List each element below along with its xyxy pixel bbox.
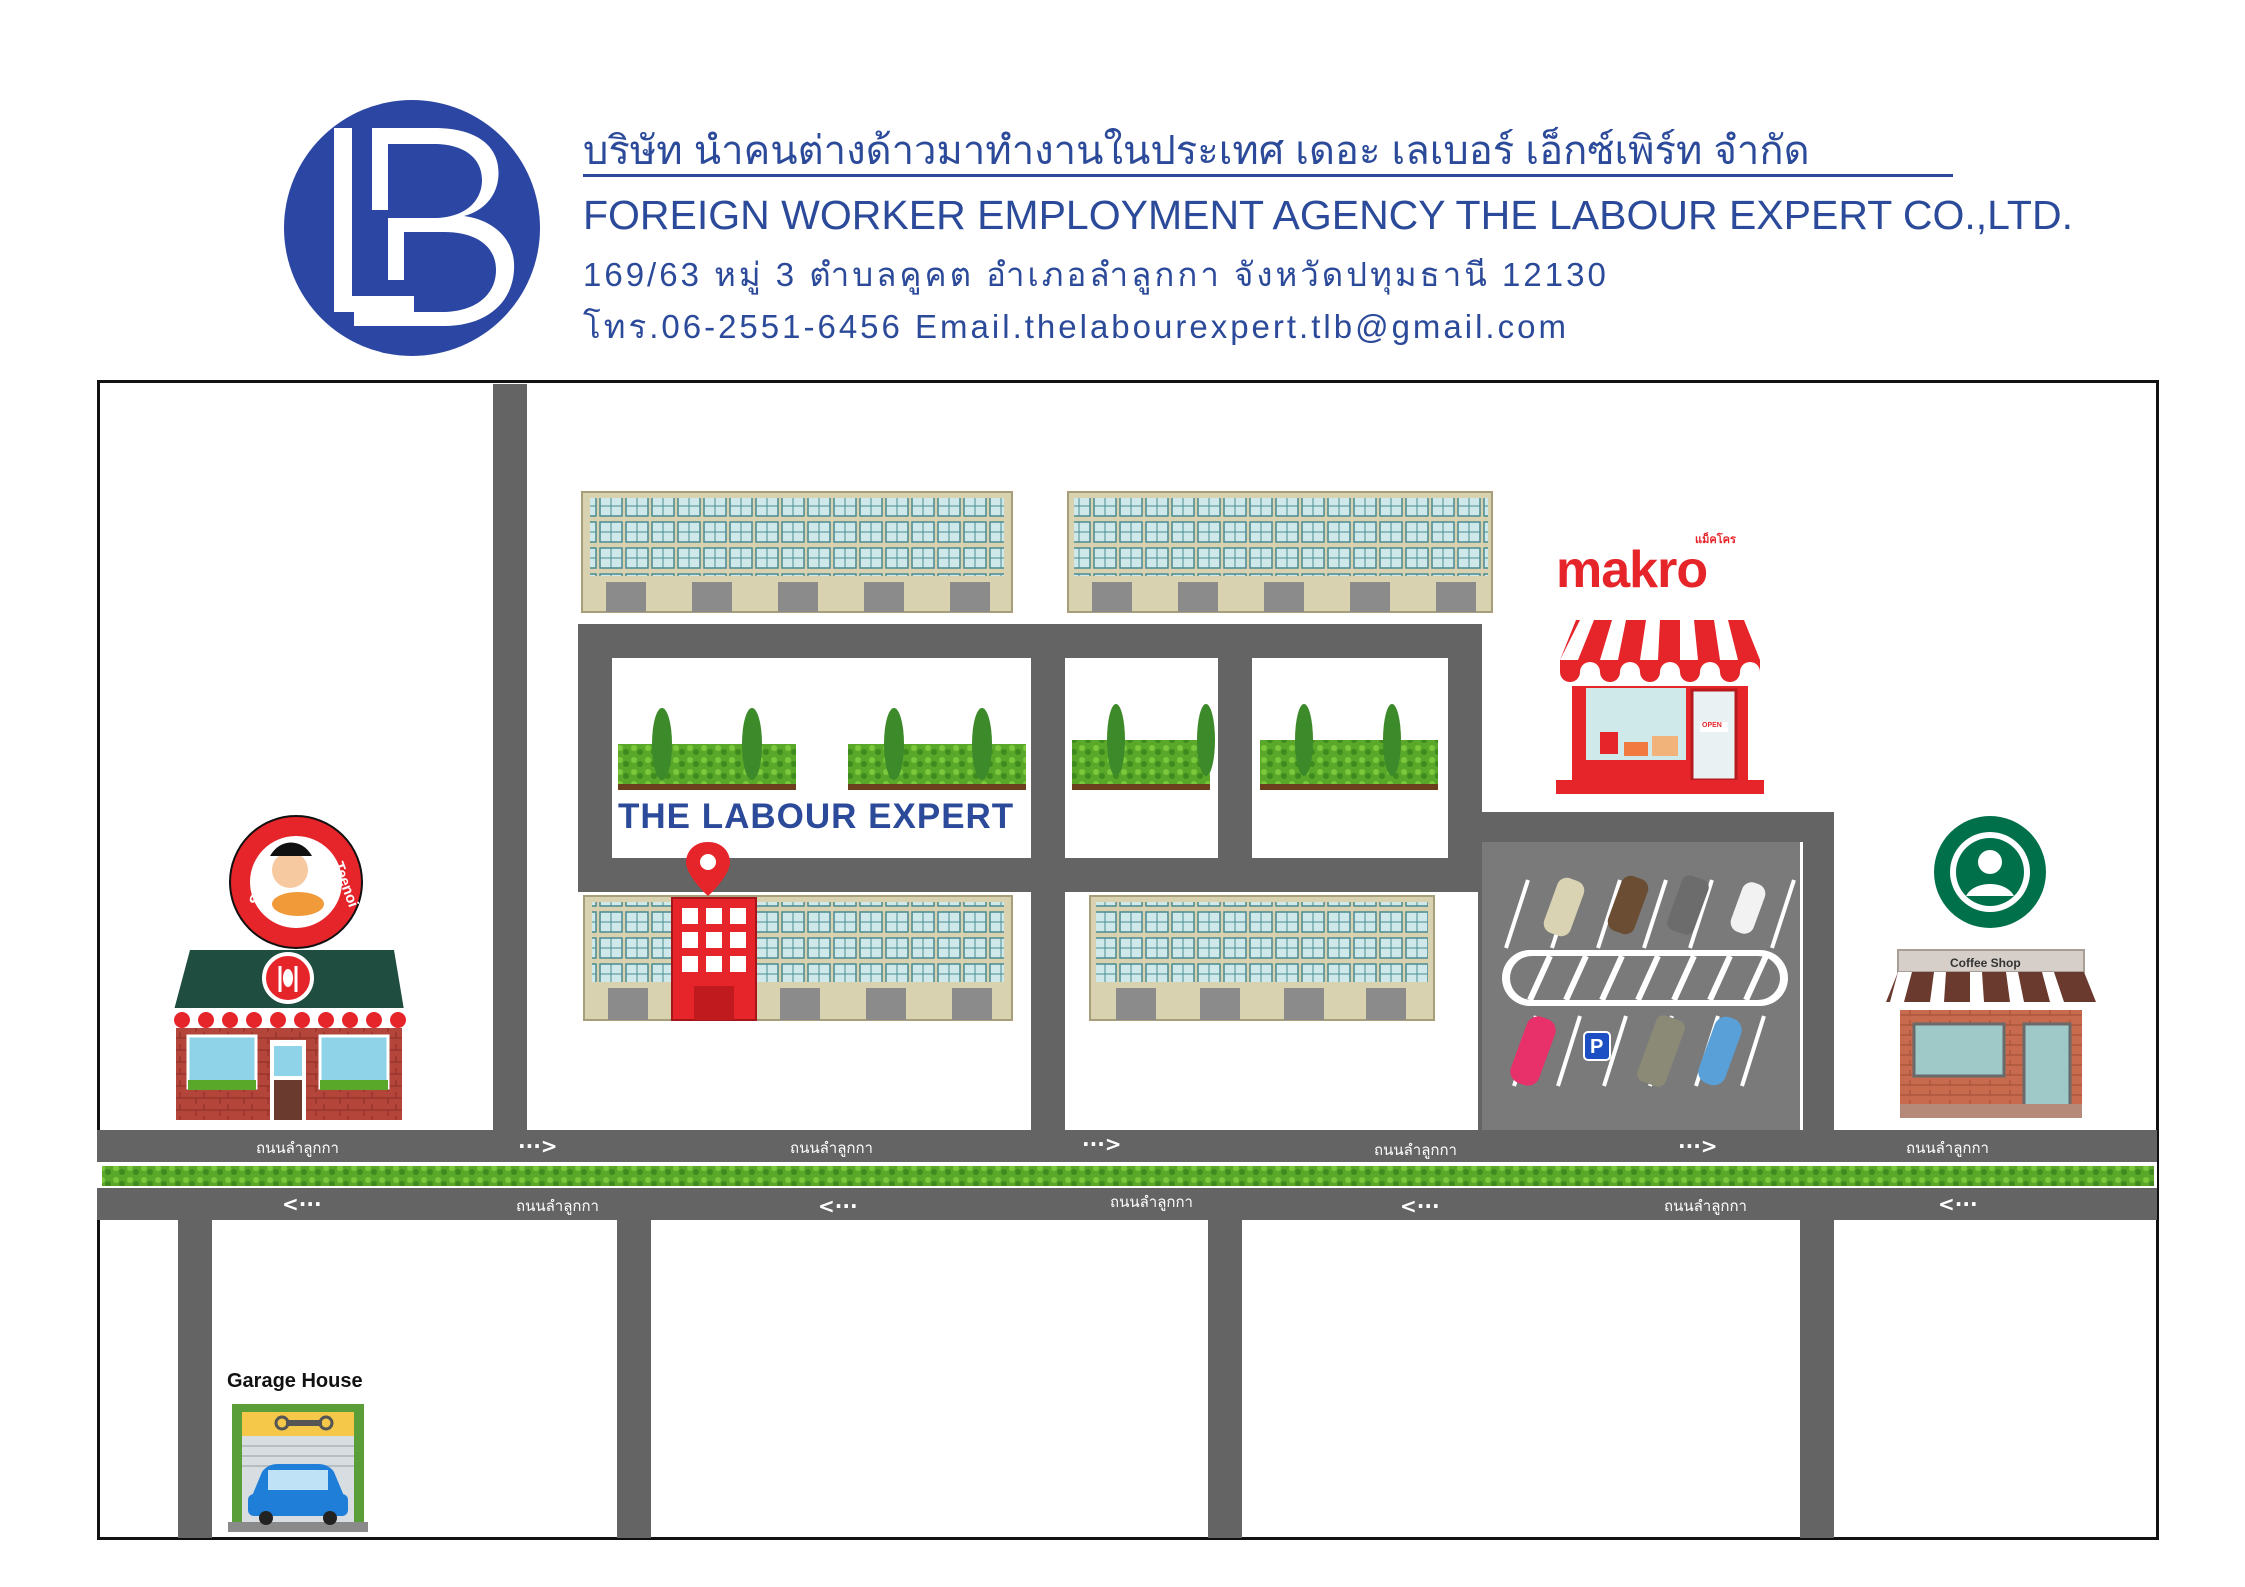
road-label-upper-3: ถนนลำลูกกา bbox=[1374, 1141, 1457, 1159]
location-pin-icon bbox=[686, 842, 730, 896]
apartment-building-top-right bbox=[1067, 491, 1493, 613]
parked-car-5 bbox=[1510, 1016, 1556, 1086]
makro-logo: makro bbox=[1556, 541, 1708, 599]
parked-car-1 bbox=[1543, 877, 1585, 937]
road-label-lower-1: ถนนลำลูกกา bbox=[516, 1197, 599, 1215]
parked-car-6 bbox=[1637, 1015, 1685, 1087]
apartment-building-mid-left bbox=[583, 895, 1013, 1021]
header-divider bbox=[583, 174, 1953, 177]
arrow-left-icon: <··· bbox=[818, 1194, 858, 1218]
makro-thai-label: แม็คโคร bbox=[1695, 534, 1736, 546]
road-vertical-west bbox=[493, 384, 527, 1136]
parked-car-3 bbox=[1667, 875, 1709, 935]
company-name-thai: บริษัท นำคนต่างด้าวมาทำงานในประเทศ เดอะ … bbox=[583, 129, 1810, 173]
company-address: 169/63 หมู่ 3 ตำบลคูคต อำเภอลำลูกกา จังห… bbox=[583, 256, 1609, 293]
road-parking-right bbox=[1803, 812, 1834, 1136]
company-logo bbox=[284, 100, 540, 356]
makro-store bbox=[1556, 620, 1764, 794]
starbucks-logo-icon bbox=[1934, 816, 2046, 928]
road-block-right bbox=[1448, 624, 1482, 892]
hedge-tree-1 bbox=[618, 708, 796, 790]
arrow-left-icon: <··· bbox=[1938, 1192, 1978, 1216]
apartment-building-top-left bbox=[581, 491, 1013, 613]
coffee-shop bbox=[1886, 949, 2096, 1118]
parked-car-4 bbox=[1730, 882, 1766, 934]
road-label-lower-3: ถนนลำลูกกา bbox=[1664, 1197, 1747, 1215]
garage-label: Garage House bbox=[227, 1370, 363, 1392]
office-label: THE LABOUR EXPERT bbox=[618, 797, 1015, 836]
parked-car-7 bbox=[1698, 1016, 1742, 1086]
office-building bbox=[671, 897, 757, 1021]
hedge-tree-4 bbox=[1260, 704, 1438, 790]
parked-car-2 bbox=[1607, 875, 1649, 935]
road-block-left bbox=[578, 624, 612, 892]
road-south-2 bbox=[617, 1218, 651, 1538]
road-parking-top bbox=[1448, 812, 1834, 842]
road-south-4 bbox=[1800, 1218, 1834, 1538]
arrow-right-icon: ···> bbox=[1678, 1134, 1718, 1158]
road-block-top bbox=[578, 624, 1482, 658]
road-label-upper-1: ถนนลำลูกกา bbox=[256, 1139, 339, 1157]
median-hedge bbox=[102, 1166, 2154, 1186]
company-contact: โทร.06-2551-6456 Email.thelabourexpert.t… bbox=[583, 308, 1569, 345]
road-south-3 bbox=[1208, 1218, 1242, 1538]
main-road-lower bbox=[97, 1188, 2157, 1220]
map-frame bbox=[97, 380, 2159, 1540]
arrow-right-icon: ···> bbox=[1082, 1132, 1122, 1156]
parking-sign-icon bbox=[1583, 1031, 1611, 1061]
hedge-tree-3 bbox=[1072, 704, 1215, 790]
fork-knife-icon bbox=[278, 966, 298, 992]
parking-sign-label: P bbox=[1590, 1036, 1604, 1058]
apartment-building-mid-right bbox=[1089, 895, 1435, 1021]
arrow-left-icon: <··· bbox=[282, 1192, 322, 1216]
main-road-upper bbox=[97, 1130, 2157, 1164]
open-sign: OPEN bbox=[1702, 722, 1722, 729]
road-label-upper-4: ถนนลำลูกกา bbox=[1906, 1139, 1989, 1157]
road-south-1 bbox=[178, 1218, 212, 1538]
suki-logo-icon bbox=[229, 815, 363, 949]
road-label-upper-2: ถนนลำลูกกา bbox=[790, 1139, 873, 1157]
road-label-lower-2: ถนนลำลูกกา bbox=[1110, 1193, 1193, 1211]
suki-restaurant bbox=[174, 950, 406, 1120]
arrow-left-icon: <··· bbox=[1400, 1194, 1440, 1218]
road-block-v2 bbox=[1218, 624, 1252, 892]
company-name-english: FOREIGN WORKER EMPLOYMENT AGENCY THE LAB… bbox=[583, 192, 2073, 238]
hedge-tree-2 bbox=[848, 708, 1026, 790]
arrow-right-icon: ···> bbox=[518, 1134, 558, 1158]
road-block-v1 bbox=[1031, 624, 1065, 1136]
garage-car-icon bbox=[248, 1464, 348, 1525]
coffee-shop-sign: Coffee Shop bbox=[1950, 956, 2021, 970]
wrench-icon bbox=[274, 1415, 334, 1431]
